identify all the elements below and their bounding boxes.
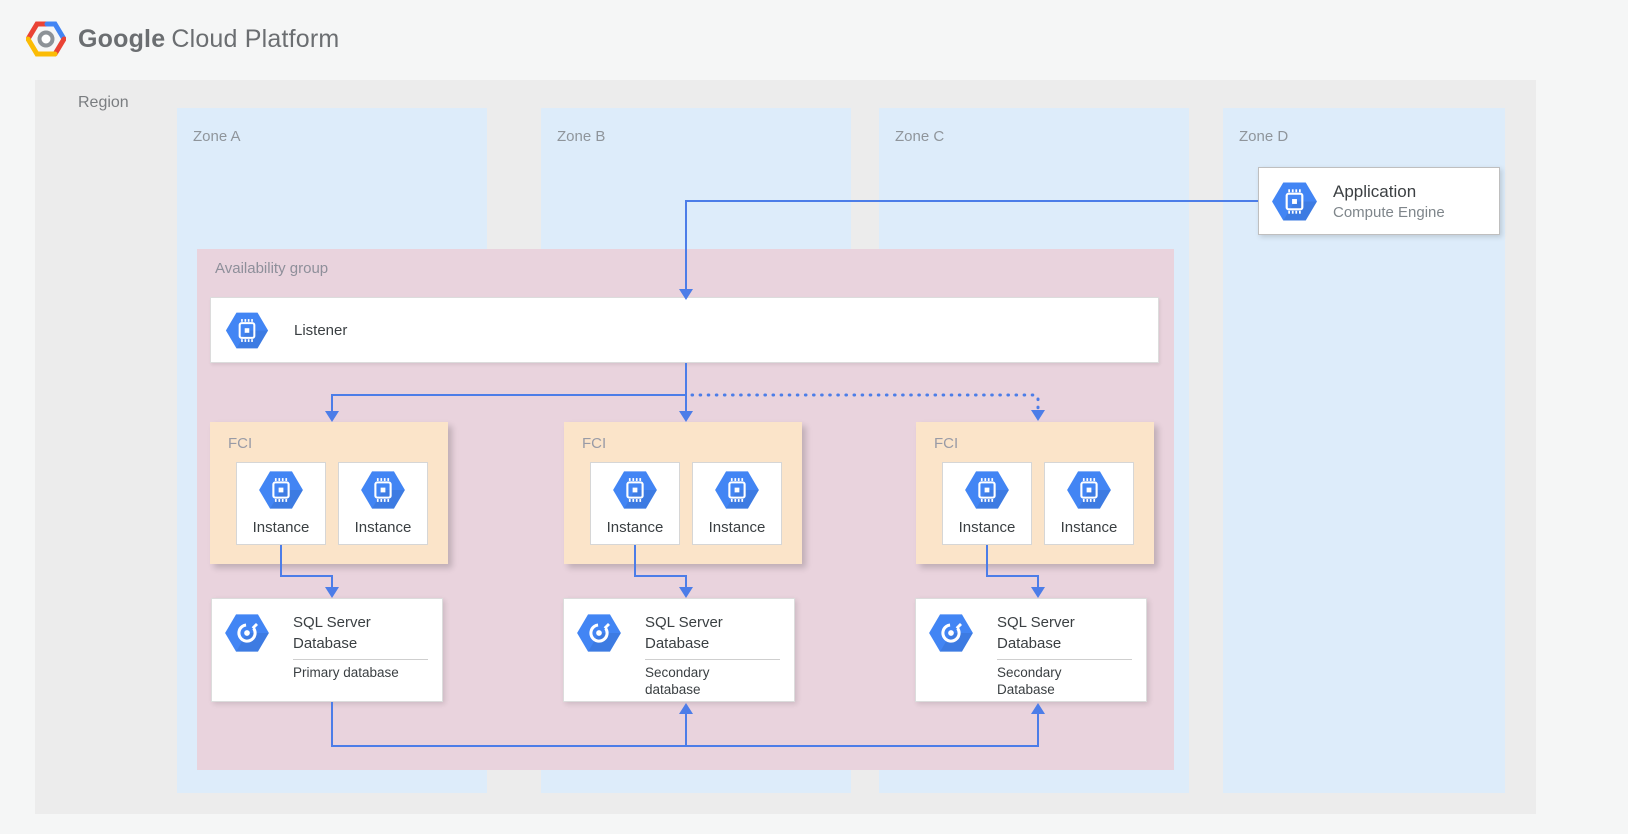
cloud-sql-icon <box>576 613 622 653</box>
sql-database-card-secondary-1: SQL Server Database Secondary database <box>563 598 795 702</box>
instance-card: Instance <box>590 462 680 545</box>
application-card: Application Compute Engine <box>1258 167 1500 235</box>
instance-label: Instance <box>958 519 1016 536</box>
google-cloud-platform-logo-icon <box>26 21 66 57</box>
sql-database-card-primary: SQL Server Database Primary database <box>211 598 443 702</box>
compute-engine-icon <box>258 470 304 510</box>
instance-card: Instance <box>236 462 326 545</box>
cloud-sql-icon <box>928 613 974 653</box>
compute-engine-icon <box>714 470 760 510</box>
instance-label: Instance <box>354 519 412 536</box>
fci-label: FCI <box>934 435 959 452</box>
instance-card: Instance <box>338 462 428 545</box>
application-subtitle: Compute Engine <box>1333 203 1445 221</box>
compute-engine-icon <box>964 470 1010 510</box>
sql-title: SQL Server Database <box>645 614 723 652</box>
availability-group-label: Availability group <box>215 260 329 277</box>
fci-label: FCI <box>228 435 253 452</box>
sql-sub-label: Secondary Database <box>997 665 1062 697</box>
sql-sub-label: Primary database <box>293 665 399 680</box>
sql-divider <box>293 659 428 660</box>
sql-divider <box>997 659 1132 660</box>
sql-title: SQL Server Database <box>997 614 1075 652</box>
compute-engine-icon <box>1271 181 1318 222</box>
listener-card: Listener <box>210 297 1159 363</box>
fci-group-2: FCI Instance Instance <box>564 422 802 564</box>
sql-title: SQL Server Database <box>293 614 371 652</box>
instance-label: Instance <box>252 519 310 536</box>
instance-card: Instance <box>942 462 1032 545</box>
listener-label: Listener <box>294 321 348 339</box>
compute-engine-icon <box>1066 470 1112 510</box>
sql-database-card-secondary-2: SQL Server Database Secondary Database <box>915 598 1147 702</box>
logo-text-cloud-platform: Cloud Platform <box>171 24 340 53</box>
instance-label: Instance <box>606 519 664 536</box>
cloud-sql-icon <box>224 613 270 653</box>
application-title: Application <box>1333 181 1417 201</box>
logo-text-google: Google <box>78 24 166 53</box>
zone-d-label: Zone D <box>1239 128 1289 145</box>
zone-c-label: Zone C <box>895 128 945 145</box>
compute-engine-icon <box>612 470 658 510</box>
instance-card: Instance <box>692 462 782 545</box>
zone-a-label: Zone A <box>193 128 241 145</box>
compute-engine-icon <box>360 470 406 510</box>
sql-sub-label: Secondary database <box>645 665 710 697</box>
instance-card: Instance <box>1044 462 1134 545</box>
zone-b-label: Zone B <box>557 128 606 145</box>
fci-label: FCI <box>582 435 607 452</box>
sql-divider <box>645 659 780 660</box>
instance-label: Instance <box>1060 519 1118 536</box>
compute-engine-icon <box>225 311 269 350</box>
instance-label: Instance <box>708 519 766 536</box>
fci-group-3: FCI Instance Instance <box>916 422 1154 564</box>
fci-group-1: FCI Instance Instance <box>210 422 448 564</box>
region-label: Region <box>78 94 129 111</box>
